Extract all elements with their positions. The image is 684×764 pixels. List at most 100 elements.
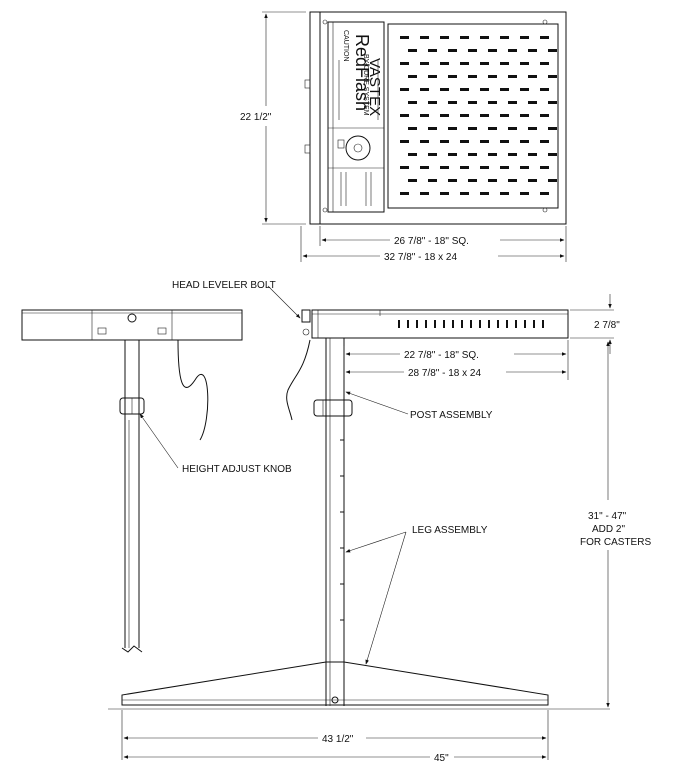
vent-slot — [520, 88, 529, 91]
vent-slot — [460, 62, 469, 65]
brand-label: RedFlash — [352, 34, 372, 111]
vent-slot — [520, 192, 529, 195]
vent-slot — [448, 153, 457, 156]
vent-slot — [448, 75, 457, 78]
vent-slot — [528, 75, 537, 78]
side-vent-slot — [452, 320, 454, 328]
vent-slot — [480, 140, 489, 143]
vent-slot — [408, 127, 417, 130]
control-panel — [327, 21, 385, 213]
vent-slot — [428, 127, 437, 130]
vent-slot — [520, 114, 529, 117]
front-view-head — [21, 309, 243, 341]
vent-slot — [440, 192, 449, 195]
vent-slot — [460, 36, 469, 39]
vent-slot — [500, 36, 509, 39]
vent-slot — [540, 62, 549, 65]
vent-slot — [420, 62, 429, 65]
front-view-labels: HEIGHT ADJUST KNOB — [139, 413, 292, 475]
side-vent-slot — [425, 320, 427, 328]
vent-slot — [548, 153, 557, 156]
height-range-label-3: FOR CASTERS — [580, 537, 651, 548]
vent-slot — [540, 36, 549, 39]
side-vent-slot — [542, 320, 544, 328]
vent-slot — [488, 101, 497, 104]
vent-slot — [468, 75, 477, 78]
vent-slot — [520, 62, 529, 65]
power-cord — [177, 339, 209, 441]
vent-slot — [440, 166, 449, 169]
vent-slot — [548, 75, 557, 78]
vent-slot — [548, 179, 557, 182]
vent-slot — [448, 179, 457, 182]
vent-slot — [428, 179, 437, 182]
base-leg — [121, 661, 549, 706]
vent-slot — [440, 114, 449, 117]
side-vent-slot — [416, 320, 418, 328]
post-height-marks — [340, 439, 344, 621]
top-view-dimensions: 22 1/2" 26 7/8" - 18" SQ. 32 7/8" - 18 x… — [240, 11, 567, 263]
vent-slot — [548, 49, 557, 52]
vent-slot — [408, 101, 417, 104]
side-vent-slot — [443, 320, 445, 328]
vent-slot — [528, 153, 537, 156]
vent-slot — [528, 101, 537, 104]
vent-slot — [428, 101, 437, 104]
vent-slot — [420, 166, 429, 169]
vent-slot — [548, 101, 557, 104]
side-vent-slot — [488, 320, 490, 328]
vent-slot — [460, 140, 469, 143]
vent-slot — [540, 140, 549, 143]
front-view — [21, 309, 243, 653]
vent-slot — [468, 179, 477, 182]
leg-assembly-label: LEG ASSEMBLY — [412, 525, 488, 536]
vent-slot — [508, 49, 517, 52]
width-dim-2-label: 32 7/8" - 18 x 24 — [384, 252, 457, 263]
temperature-dial-icon — [345, 135, 371, 161]
vent-slot — [500, 140, 509, 143]
vent-slot — [520, 140, 529, 143]
vent-slot — [420, 140, 429, 143]
heater-slots — [400, 36, 557, 195]
side-view — [108, 309, 610, 710]
vent-slot — [420, 88, 429, 91]
side-vent-slot — [407, 320, 409, 328]
vent-slot — [500, 166, 509, 169]
vent-slot — [400, 192, 409, 195]
side-vent-slot — [533, 320, 535, 328]
vent-slot — [400, 62, 409, 65]
caution-label: CAUTION — [342, 30, 349, 62]
vent-slot — [400, 88, 409, 91]
power-cord — [286, 339, 311, 421]
vent-slot — [440, 36, 449, 39]
side-vent-slot — [434, 320, 436, 328]
vent-slot — [520, 166, 529, 169]
vent-slot — [508, 101, 517, 104]
vent-slot — [408, 49, 417, 52]
vent-slot — [428, 49, 437, 52]
post-assembly-label: POST ASSEMBLY — [410, 410, 493, 421]
vent-slot — [448, 49, 457, 52]
vent-slot — [528, 49, 537, 52]
vent-slot — [400, 114, 409, 117]
vent-slot — [488, 75, 497, 78]
vent-slot — [408, 153, 417, 156]
leveler-bolt-icon — [301, 309, 311, 323]
vent-slot — [488, 49, 497, 52]
vent-slot — [460, 166, 469, 169]
leveler-bolt-icon — [127, 313, 137, 323]
vent-slot — [420, 114, 429, 117]
vent-slot — [420, 192, 429, 195]
vent-slot — [400, 36, 409, 39]
vent-slot — [508, 153, 517, 156]
vent-slot — [508, 75, 517, 78]
side-vent-slots — [398, 320, 544, 328]
vent-slot — [488, 179, 497, 182]
vent-slot — [548, 127, 557, 130]
vent-slot — [528, 179, 537, 182]
side-vent-slot — [506, 320, 508, 328]
side-vent-slot — [479, 320, 481, 328]
height-range-label-1: 31" - 47" — [588, 511, 627, 522]
vent-slot — [440, 88, 449, 91]
vent-slot — [468, 153, 477, 156]
